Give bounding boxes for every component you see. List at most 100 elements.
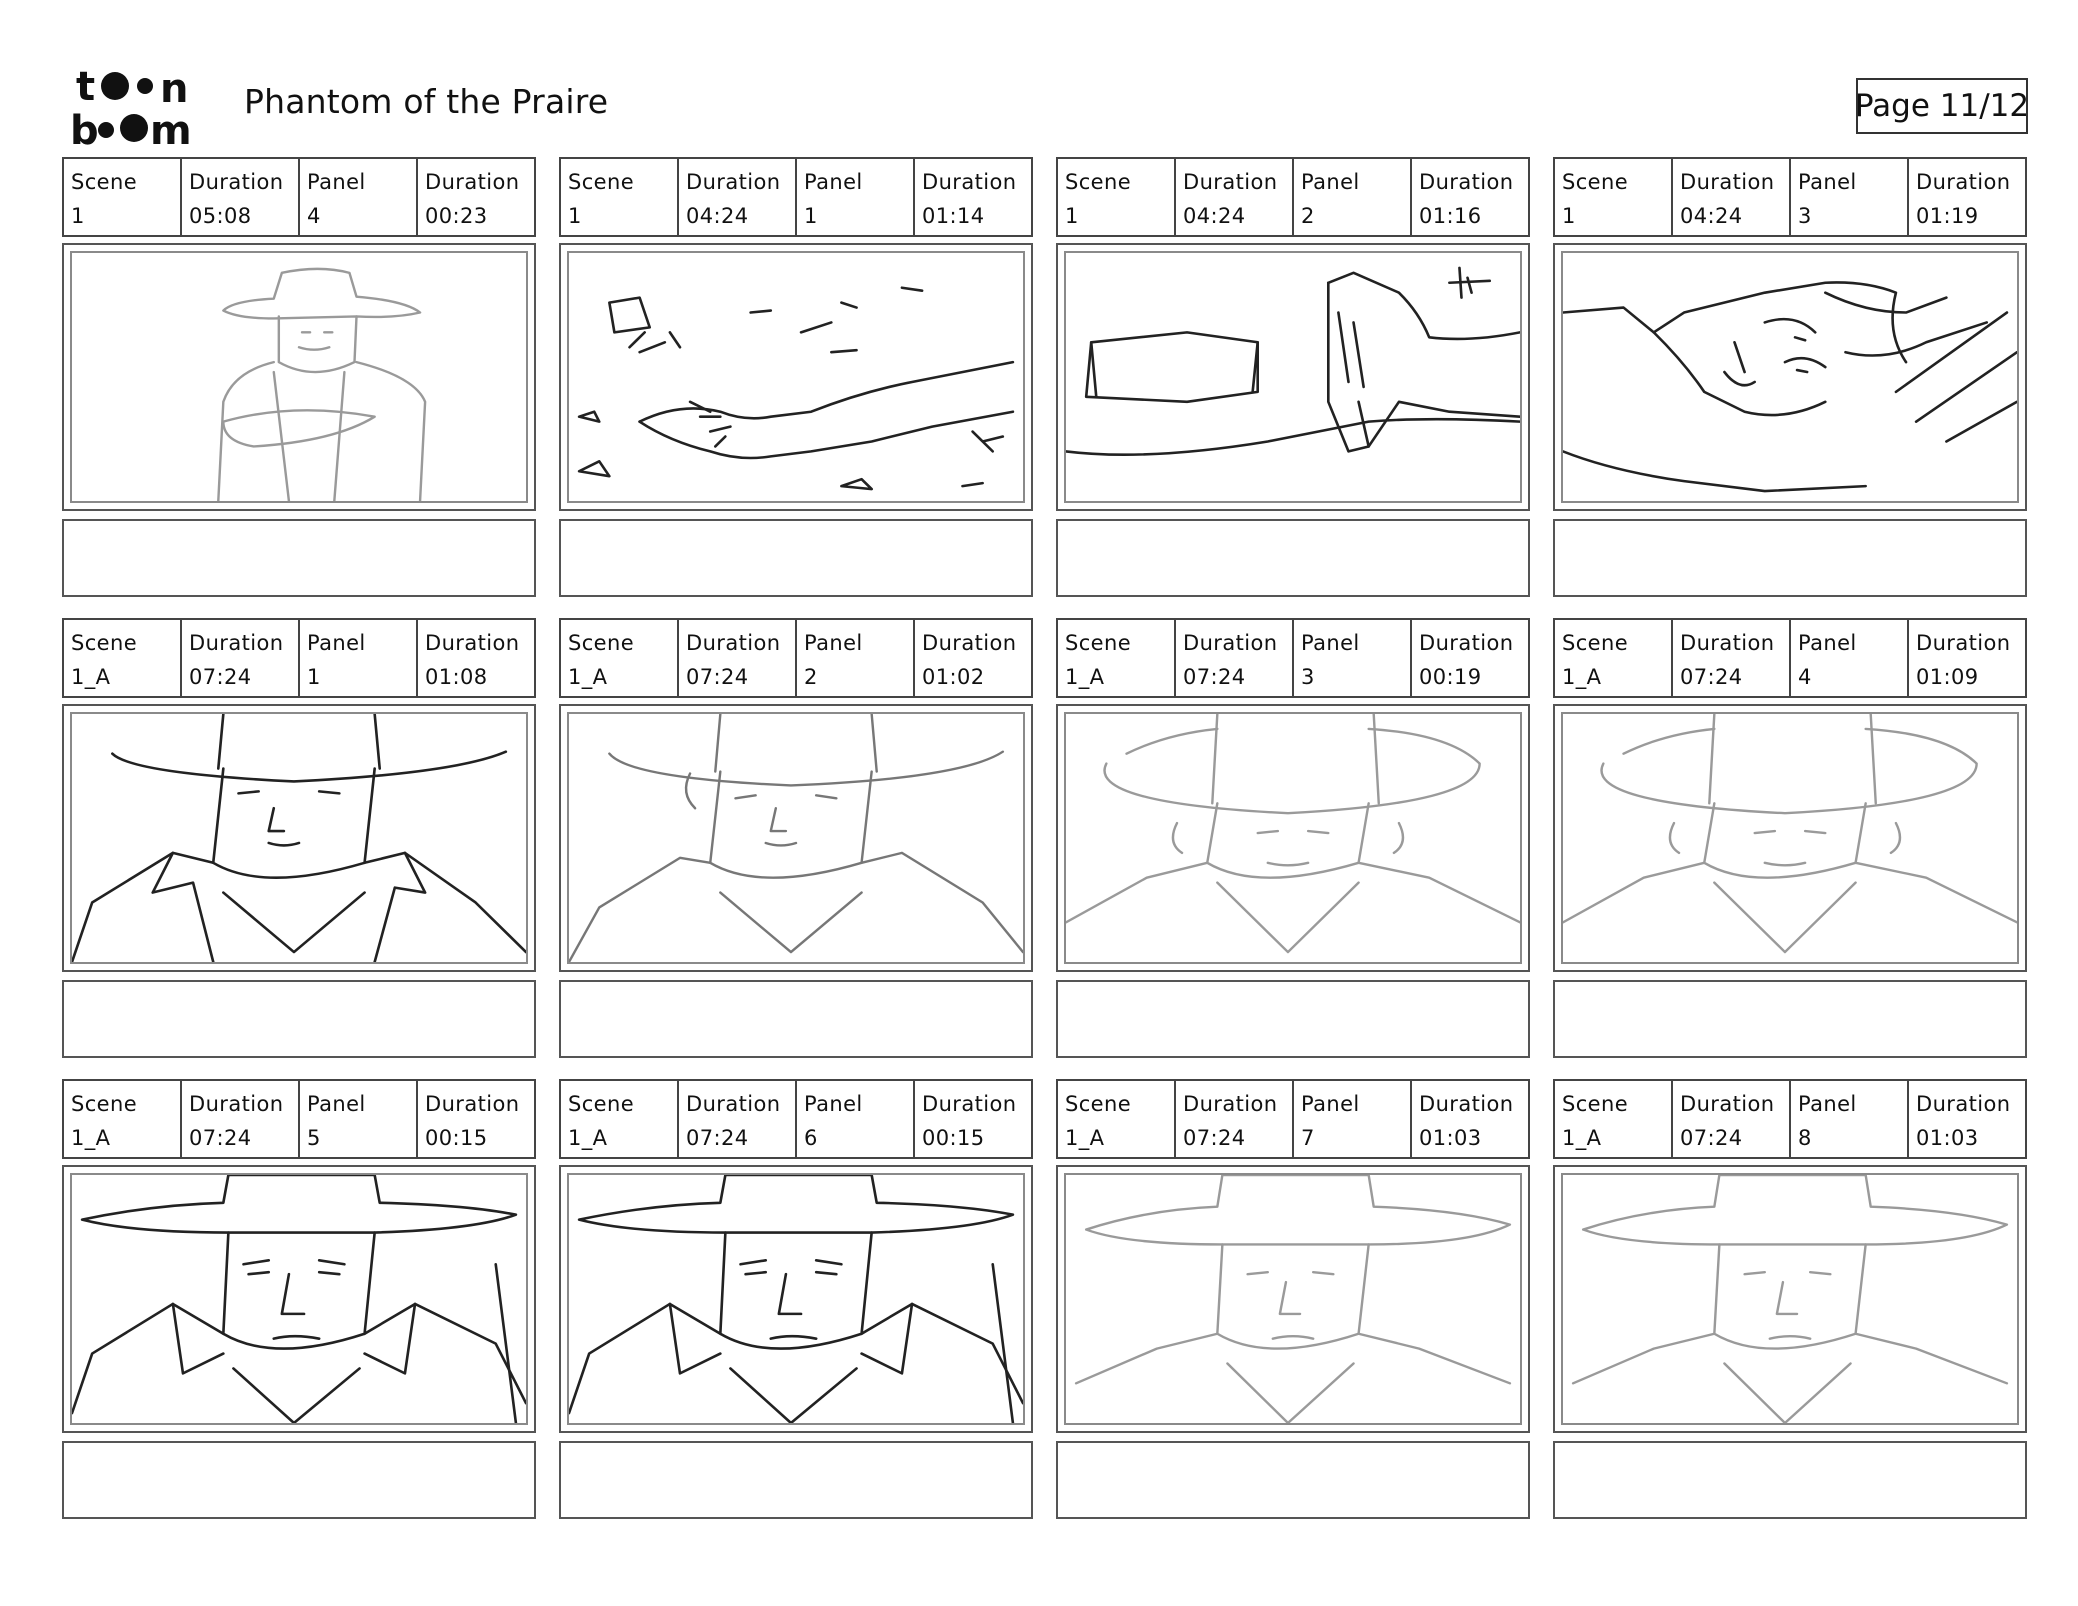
scene-label: Scene: [568, 170, 635, 194]
scene-value: 1_A: [568, 1126, 608, 1150]
scene-label: Scene: [71, 631, 138, 655]
panel-cell: Panel 3: [1292, 620, 1410, 696]
panel-cell: Panel 3: [1789, 159, 1907, 235]
panel-image-frame[interactable]: [1553, 704, 2027, 972]
svg-text:m: m: [150, 108, 192, 148]
sketch-drawing: [569, 1175, 1023, 1423]
panel-info-bar: Scene 1_A Duration 07:24 Panel 8 Duratio…: [1553, 1079, 2027, 1159]
panel-duration-value: 01:19: [1916, 204, 1979, 228]
scene-value: 1: [71, 204, 85, 228]
scene-duration-cell: Duration 07:24: [1174, 1081, 1292, 1157]
panel-image-frame[interactable]: [62, 704, 536, 972]
panel-notes-box[interactable]: [559, 1441, 1033, 1519]
panel-image-frame[interactable]: [1056, 704, 1530, 972]
svg-text:b: b: [70, 108, 99, 148]
panel-duration-value: 00:15: [922, 1126, 985, 1150]
panel-label: Panel: [1301, 1092, 1360, 1116]
sketch-drawing: [1074, 1175, 1512, 1423]
scene-duration-cell: Duration 07:24: [180, 1081, 298, 1157]
panel-cell: Panel 2: [1292, 159, 1410, 235]
panel-duration-cell: Duration 01:09: [1907, 620, 2025, 696]
panel-notes-box[interactable]: [1553, 980, 2027, 1058]
panel-notes-box[interactable]: [559, 519, 1033, 597]
panel-image-frame[interactable]: [559, 243, 1033, 511]
panel-value: 2: [804, 665, 818, 689]
panel-sketch: [1064, 712, 1522, 964]
panel-duration-value: 00:19: [1419, 665, 1482, 689]
scene-cell: Scene 1_A: [1058, 620, 1174, 696]
panel-duration-value: 01:08: [425, 665, 488, 689]
duration-label: Duration: [922, 631, 1017, 655]
scene-label: Scene: [1562, 631, 1629, 655]
scene-label: Scene: [1562, 170, 1629, 194]
scene-duration-cell: Duration 04:24: [1671, 159, 1789, 235]
panel-label: Panel: [307, 1092, 366, 1116]
panel-image-frame[interactable]: [559, 704, 1033, 972]
panel-info-bar: Scene 1 Duration 04:24 Panel 2 Duration …: [1056, 157, 1530, 237]
panel-notes-box[interactable]: [1553, 1441, 2027, 1519]
panel-notes-box[interactable]: [62, 980, 536, 1058]
panel-notes-box[interactable]: [1553, 519, 2027, 597]
panel-cell: Panel 2: [795, 620, 913, 696]
duration-label: Duration: [425, 170, 520, 194]
panel-image-frame[interactable]: [1553, 243, 2027, 511]
panel-notes-box[interactable]: [1056, 1441, 1530, 1519]
panel-image-frame[interactable]: [62, 243, 536, 511]
panel-duration-cell: Duration 01:08: [416, 620, 534, 696]
scene-value: 1_A: [568, 665, 608, 689]
panel-duration-value: 01:14: [922, 204, 985, 228]
panel-label: Panel: [1798, 1092, 1857, 1116]
panel-cell: Panel 6: [795, 1081, 913, 1157]
duration-label: Duration: [1680, 631, 1775, 655]
panel-cell: Panel 4: [298, 159, 416, 235]
duration-label: Duration: [189, 1092, 284, 1116]
page-indicator: Page 11/12: [1855, 78, 2029, 134]
scene-label: Scene: [1562, 1092, 1629, 1116]
panel-value: 4: [307, 204, 321, 228]
panel-image-frame[interactable]: [62, 1165, 536, 1433]
panel-notes-box[interactable]: [62, 1441, 536, 1519]
panel-duration-cell: Duration 01:03: [1907, 1081, 2025, 1157]
panel-image-frame[interactable]: [559, 1165, 1033, 1433]
panel-sketch: [70, 712, 528, 964]
duration-label: Duration: [686, 170, 781, 194]
scene-duration-value: 07:24: [189, 665, 252, 689]
scene-cell: Scene 1_A: [561, 620, 677, 696]
svg-text:t: t: [76, 64, 95, 110]
panel-value: 7: [1301, 1126, 1315, 1150]
panel-notes-box[interactable]: [559, 980, 1033, 1058]
sketch-drawing: [1563, 281, 2017, 493]
panel-label: Panel: [1301, 170, 1360, 194]
panel-duration-cell: Duration 01:02: [913, 620, 1031, 696]
panel-cell: Panel 5: [298, 1081, 416, 1157]
panel-info-bar: Scene 1_A Duration 07:24 Panel 6 Duratio…: [559, 1079, 1033, 1159]
panel-sketch: [1561, 712, 2019, 964]
panel-sketch: [70, 251, 528, 503]
scene-duration-value: 04:24: [1183, 204, 1246, 228]
scene-value: 1_A: [1065, 1126, 1105, 1150]
panel-value: 1: [804, 204, 818, 228]
duration-label: Duration: [189, 631, 284, 655]
scene-duration-cell: Duration 07:24: [1671, 620, 1789, 696]
sketch-drawing: [569, 714, 1023, 962]
panel-sketch: [567, 712, 1025, 964]
duration-label: Duration: [1419, 631, 1514, 655]
panel-notes-box[interactable]: [62, 519, 536, 597]
panel-duration-cell: Duration 01:14: [913, 159, 1031, 235]
panel-image-frame[interactable]: [1056, 1165, 1530, 1433]
panel-notes-box[interactable]: [1056, 980, 1530, 1058]
panel-sketch: [1064, 1173, 1522, 1425]
sketch-drawing: [72, 1175, 526, 1423]
panel-notes-box[interactable]: [1056, 519, 1530, 597]
scene-duration-value: 07:24: [1680, 1126, 1743, 1150]
scene-duration-cell: Duration 07:24: [677, 1081, 795, 1157]
panel-sketch: [567, 251, 1025, 503]
panel-info-bar: Scene 1 Duration 04:24 Panel 3 Duration …: [1553, 157, 2027, 237]
panel-value: 4: [1798, 665, 1812, 689]
panel-label: Panel: [1301, 631, 1360, 655]
duration-label: Duration: [1916, 1092, 2011, 1116]
duration-label: Duration: [1680, 1092, 1775, 1116]
panel-image-frame[interactable]: [1553, 1165, 2027, 1433]
panel-image-frame[interactable]: [1056, 243, 1530, 511]
panel-sketch: [1561, 251, 2019, 503]
